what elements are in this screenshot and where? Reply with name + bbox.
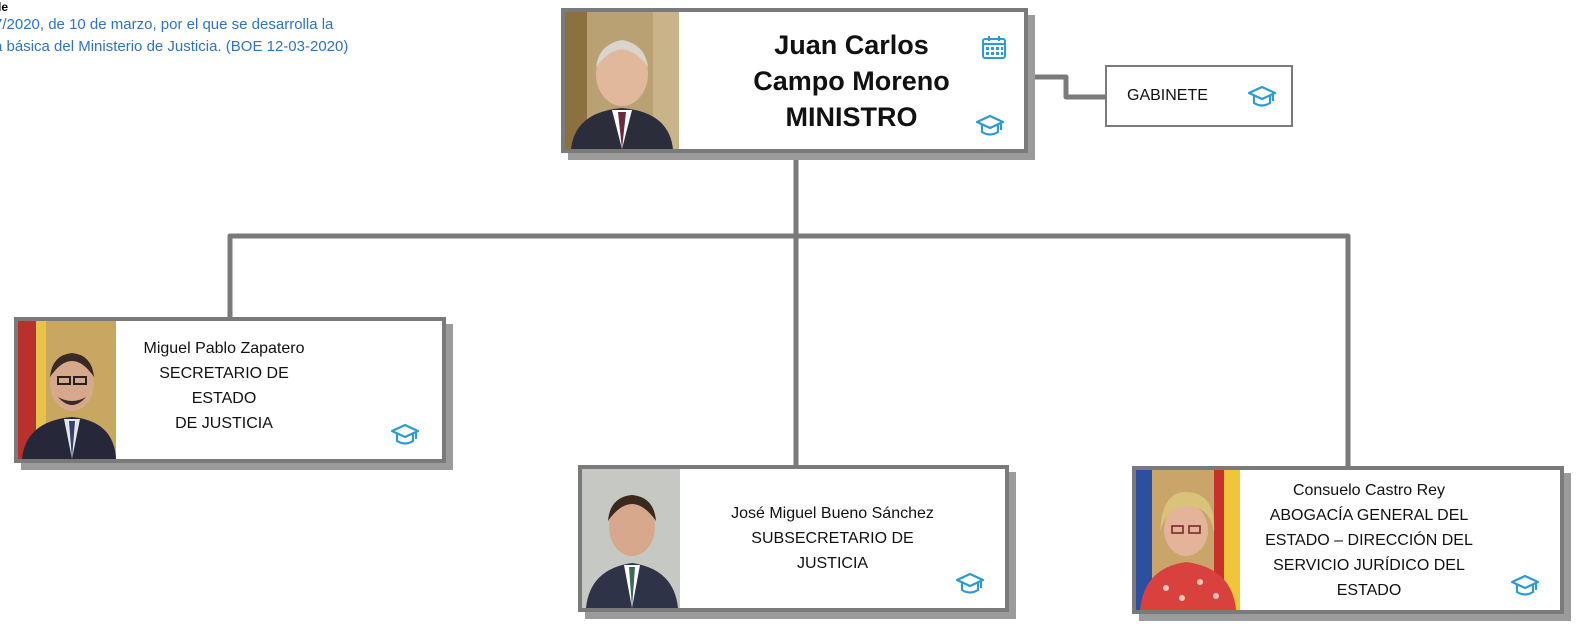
secretario-role-line1: SECRETARIO DE	[159, 365, 289, 382]
connector-gabinete	[1030, 74, 1108, 100]
subsecretario-name: José Miguel Bueno Sánchez	[731, 505, 934, 522]
abogacia-role-line3: SERVICIO JURÍDICO DEL	[1273, 556, 1465, 574]
legal-heading: le	[0, 0, 9, 14]
subsecretario-photo	[582, 469, 680, 608]
abogacia-role-line4: ESTADO	[1336, 581, 1402, 599]
graduation-cap-icon[interactable]	[390, 423, 420, 447]
secretario-role-line2: ESTADO	[191, 390, 257, 407]
subsecretario-role-line2: JUSTICIA	[796, 555, 869, 572]
abogacia-photo	[1136, 470, 1240, 610]
abogacia-name: Consuelo Castro Rey	[1292, 481, 1446, 499]
subsecretario-role-line1: SUBSECRETARIO DE	[751, 530, 914, 547]
minister-text: Juan Carlos Campo Moreno MINISTRO	[679, 12, 1024, 149]
subsecretario-card[interactable]: José Miguel Bueno Sánchez SUBSECRETARIO …	[578, 465, 1009, 612]
minister-name-line1: Juan Carlos	[774, 29, 929, 60]
graduation-cap-icon[interactable]	[975, 114, 1005, 138]
connector-horizontal-bar	[227, 233, 1351, 468]
secretario-photo	[18, 321, 116, 459]
gabinete-box[interactable]: GABINETE	[1105, 65, 1293, 127]
legal-line-1: 7/2020, de 10 de marzo, por el que se de…	[0, 16, 334, 33]
minister-role: MINISTRO	[785, 101, 918, 132]
abogacia-role-line2: ESTADO – DIRECCIÓN DEL	[1265, 531, 1473, 549]
minister-photo	[565, 12, 679, 149]
legal-reference: le 7/2020, de 10 de marzo, por el que se…	[0, 0, 480, 58]
secretario-name: Miguel Pablo Zapatero	[143, 340, 305, 357]
graduation-cap-icon[interactable]	[1247, 85, 1277, 109]
secretario-text: Miguel Pablo Zapatero SECRETARIO DE ESTA…	[116, 321, 332, 459]
minister-name-line2: Campo Moreno	[753, 65, 950, 96]
secretario-role-line3: DE JUSTICIA	[175, 415, 273, 432]
abogacia-role-line1: ABOGACÍA GENERAL DEL	[1269, 506, 1469, 524]
graduation-cap-icon[interactable]	[955, 572, 985, 596]
abogacia-card[interactable]: Consuelo Castro Rey ABOGACÍA GENERAL DEL…	[1132, 466, 1564, 614]
calendar-icon[interactable]	[981, 34, 1007, 60]
secretario-card[interactable]: Miguel Pablo Zapatero SECRETARIO DE ESTA…	[14, 317, 446, 463]
graduation-cap-icon[interactable]	[1510, 574, 1540, 598]
legal-line-2: a básica del Ministerio de Justicia. (BO…	[0, 38, 349, 55]
gabinete-label: GABINETE	[1127, 87, 1208, 104]
subsecretario-text: José Miguel Bueno Sánchez SUBSECRETARIO …	[680, 469, 985, 608]
abogacia-text: Consuelo Castro Rey ABOGACÍA GENERAL DEL…	[1240, 470, 1498, 610]
minister-card[interactable]: Juan Carlos Campo Moreno MINISTRO	[561, 8, 1028, 153]
